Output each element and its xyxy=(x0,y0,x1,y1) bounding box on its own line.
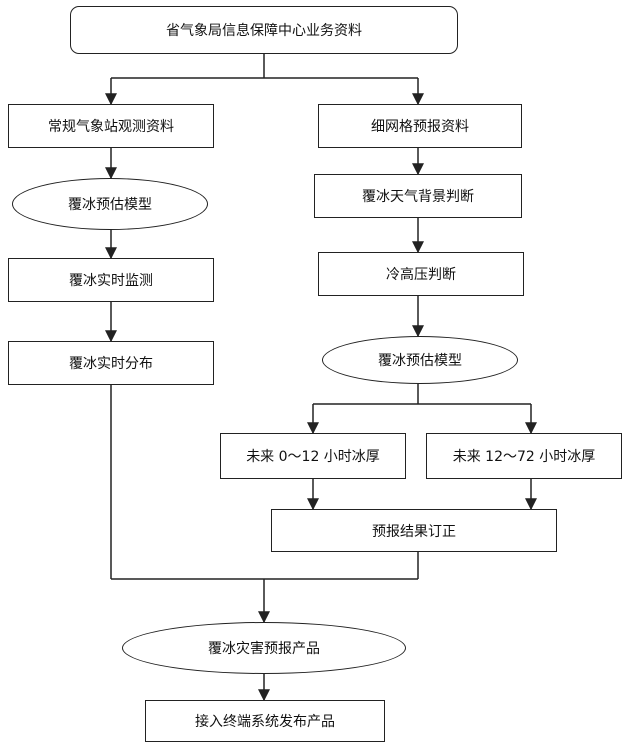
source-data-label: 省气象局信息保障中心业务资料 xyxy=(166,23,362,39)
disaster-product-label: 覆冰灾害预报产品 xyxy=(208,641,320,657)
publish-system-label: 接入终端系统发布产品 xyxy=(195,714,335,730)
weather-background-label: 覆冰天气背景判断 xyxy=(362,189,474,205)
icing-model-right-ellipse: 覆冰预估模型 xyxy=(322,336,518,384)
source-data-box: 省气象局信息保障中心业务资料 xyxy=(70,6,458,54)
station-data-box: 常规气象站观测资料 xyxy=(8,104,214,148)
disaster-product-ellipse: 覆冰灾害预报产品 xyxy=(122,622,406,674)
thickness-0-12-box: 未来 0～12 小时冰厚 xyxy=(220,433,406,479)
icing-monitoring-box: 覆冰实时监测 xyxy=(8,258,214,302)
icing-model-right-label: 覆冰预估模型 xyxy=(378,353,462,369)
thickness-0-12-label: 未来 0～12 小时冰厚 xyxy=(246,449,380,465)
icing-distribution-box: 覆冰实时分布 xyxy=(8,341,214,385)
weather-background-box: 覆冰天气背景判断 xyxy=(314,174,522,218)
station-data-label: 常规气象站观测资料 xyxy=(48,119,174,135)
icing-distribution-label: 覆冰实时分布 xyxy=(69,356,153,372)
cold-high-box: 冷高压判断 xyxy=(318,252,524,296)
thickness-12-72-label: 未来 12～72 小时冰厚 xyxy=(452,449,596,465)
cold-high-label: 冷高压判断 xyxy=(386,267,456,283)
grid-forecast-label: 细网格预报资料 xyxy=(371,119,469,135)
publish-system-box: 接入终端系统发布产品 xyxy=(145,700,385,742)
forecast-revision-label: 预报结果订正 xyxy=(372,523,456,540)
icing-monitoring-label: 覆冰实时监测 xyxy=(69,273,153,289)
thickness-12-72-box: 未来 12～72 小时冰厚 xyxy=(426,433,622,479)
forecast-revision-box: 预报结果订正 xyxy=(271,509,557,552)
icing-model-left-ellipse: 覆冰预估模型 xyxy=(12,178,208,230)
icing-model-left-label: 覆冰预估模型 xyxy=(68,197,152,213)
grid-forecast-box: 细网格预报资料 xyxy=(318,104,522,148)
